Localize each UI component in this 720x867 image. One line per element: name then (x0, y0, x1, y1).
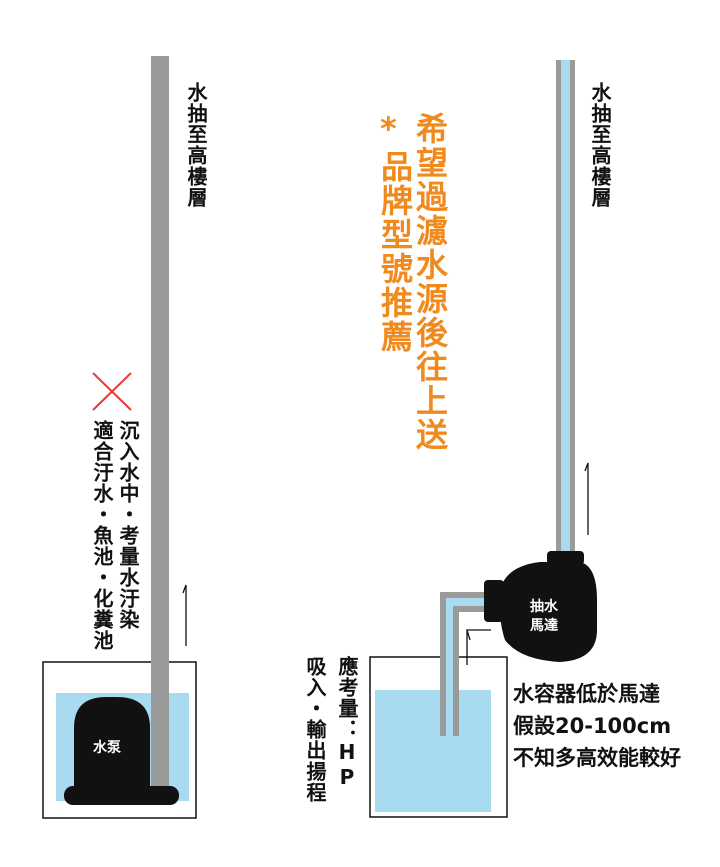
left-pump-base (64, 786, 179, 805)
left-pipe (151, 56, 169, 786)
note-line-3: 不知多高效能較好 (513, 746, 681, 770)
motor-label-1: 抽水 (530, 599, 558, 615)
right-bottom-note: 水容器低於馬達 假設20-100cm 不知多高效能較好 (513, 678, 681, 774)
left-water-container (42, 661, 197, 819)
right-water-container (369, 656, 508, 818)
wish-asterisk: * (380, 110, 397, 148)
wish-col1: 希望過濾水源後往上送 (411, 112, 449, 452)
motor-body (499, 562, 597, 662)
left-pump-body (74, 697, 150, 790)
right-suction-arrow (466, 629, 491, 665)
right-outlet-water (561, 60, 570, 565)
note-line-1: 水容器低於馬達 (513, 682, 660, 706)
motor-outlet-flange (547, 551, 584, 565)
right-water (375, 690, 491, 812)
right-outlet-arrow (584, 462, 589, 535)
left-note-col1: 沉入水中・考量水汙染 (116, 420, 140, 630)
left-pump-label: 水泵 (93, 740, 121, 756)
consider-col1: 應考量：HP (335, 656, 359, 790)
note-line-2: 假設20-100cm (513, 714, 672, 738)
red-x-mark (92, 372, 132, 411)
left-note-col2: 適合汙水・魚池・化糞池 (90, 420, 114, 651)
left-flow-arrow (182, 584, 187, 646)
consider-col2: 吸入・輸出揚程 (303, 656, 327, 803)
right-pipe-label: 水抽至高樓層 (588, 82, 612, 208)
wish-col2: 品牌型號推薦 (376, 150, 414, 354)
motor-inlet-flange (484, 580, 504, 622)
left-pipe-label: 水抽至高樓層 (184, 82, 208, 208)
right-suction-water (446, 598, 487, 736)
motor-label-2: 馬達 (530, 618, 558, 634)
